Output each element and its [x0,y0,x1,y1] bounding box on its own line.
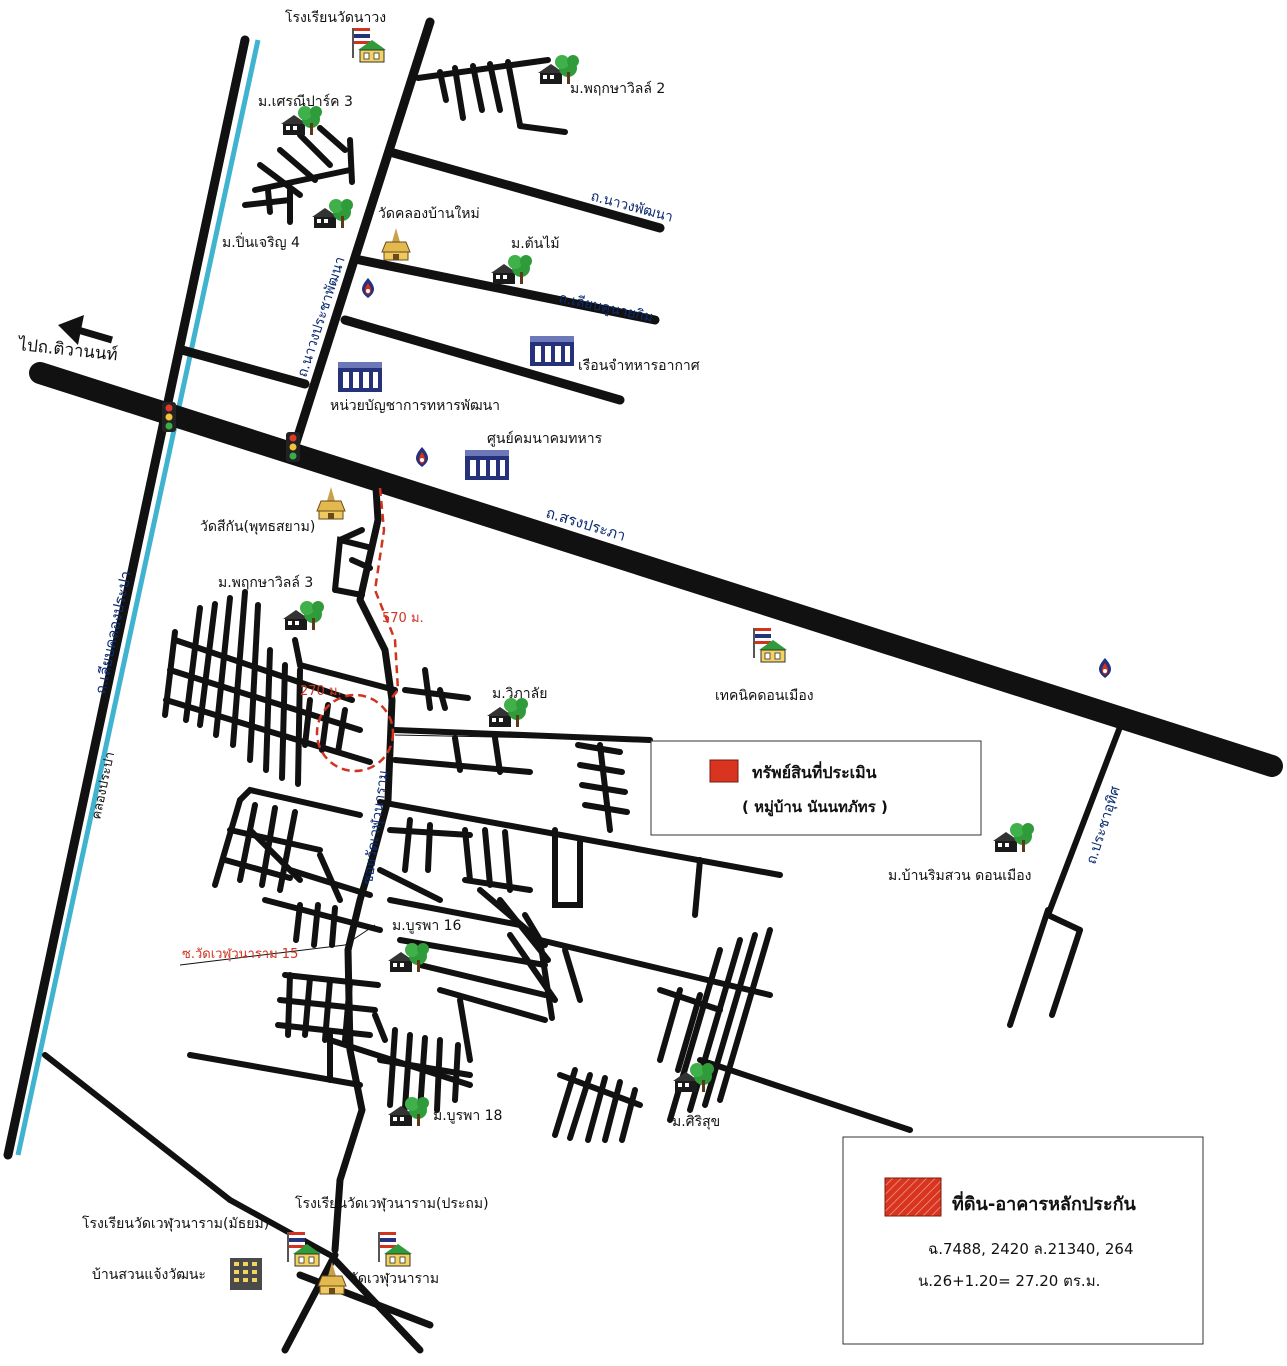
khlong-prapa-canal [15,39,261,1156]
traffic-light-icon [286,432,300,462]
label-ban-rim-suan: ม.บ้านริมสวน ดอนเมือง [888,868,1032,884]
wat-wehu-junction [281,1251,434,1354]
label-air-force-homes: เรือนจำทหารอากาศ [578,358,700,374]
label-dist-570: 570 ม. [382,611,424,626]
label-comm-center: ศูนย์คมนาคมทหาร [487,430,603,447]
label-burapha18: ม.บูรพา 18 [433,1108,502,1124]
temple-icon [316,486,346,520]
traffic-light-icon [162,402,176,432]
label-liap-khu-nayok-rd: ถ.เลียบคูนายกิม [557,290,654,326]
label-wiphalai: ม.วิภาลัย [492,686,547,702]
legend-subject-property: ทรัพย์สินที่ประเมิน ( หมู่บ้าน นันนทภัทร… [650,740,982,836]
label-soi-wehu15: ซ.วัดเวฬุวนาราม 15 [182,947,298,962]
gas-station-icon [1099,658,1111,678]
gas-station-icon [362,278,374,298]
label-dist-270: 270 ม. [300,684,342,699]
label-school-nawang: โรงเรียนวัดนาวง [285,9,386,26]
nawang-pracha-road [287,17,435,460]
wehu15-pointer [179,924,376,966]
upper-side-roads [177,147,665,405]
label-mil-command: หน่วยบัญชาการทหารพัฒนา [330,398,500,414]
arrow-left-icon [58,315,113,345]
legend-collateral-swatch [884,1177,942,1217]
tree-house-icon [993,823,1034,852]
gas-station-icon [416,447,428,467]
liap-khlong-prapa-road [3,35,250,1160]
legend-subject-subtitle: ( หมู่บ้าน นันนทภัทร ) [742,798,888,817]
school-icon [377,1231,413,1267]
legend-subject-leader [394,734,651,741]
temple-icon [381,227,411,261]
tree-house-icon [281,106,322,135]
label-ton-mai: ม.ต้นไม้ [511,235,560,252]
legend-collateral: ที่ดิน-อาคารหลักประกัน ฉ.7488, 2420 ล.21… [842,1136,1204,1345]
phruksa2-roads [415,57,568,135]
label-pracha-uthit-rd: ถ.ประชาอุทิศ [1084,784,1124,866]
label-school-wehu-primary: โรงเรียนวัดเวฬุวนาราม(ประถม) [295,1195,489,1212]
label-burapha16: ม.บูรพา 16 [392,918,462,934]
label-pinjaroen4: ม.ปิ่นเจริญ 4 [222,233,300,251]
label-sirisuk: ม.ศิริสุข [672,1114,720,1130]
legend-collateral-title: ที่ดิน-อาคารหลักประกัน [952,1191,1137,1215]
tree-house-icon [491,255,532,284]
tree-house-icon [487,698,528,727]
legend-collateral-line2: น.26+1.20= 27.20 ตร.ม. [918,1272,1100,1290]
lower-road-network [42,527,1123,1258]
label-ban-suan-chaeng: บ้านสวนแจ้งวัฒนะ [92,1267,206,1283]
apartment-icon [230,1258,262,1290]
sarani-park-roads [242,125,355,225]
label-sarani3: ม.เศรณีปาร์ค 3 [258,93,353,110]
label-wat-si-kan: วัดสีกัน(พุทธสยาม) [200,519,315,535]
label-phruksa2: ม.พฤกษาวิลล์ 2 [570,80,665,97]
songprapha-road [29,362,1283,777]
school-icon [752,627,788,663]
government-building-icon [530,336,574,366]
tree-house-icon [312,199,353,228]
tree-house-icon [388,1097,429,1126]
government-building-icon [465,450,509,480]
government-building-icon [338,362,382,392]
label-phruksa3: ม.พฤกษาวิลล์ 3 [218,574,313,591]
soi-wat-wehuwanaram-road [331,484,396,1254]
label-soi-wat-wehu: ซอยวัดเวฬุวนาราม [360,769,392,885]
legend-subject-swatch [709,759,739,783]
legend-collateral-line1: ฉ.7488, 2420 ล.21340, 264 [928,1240,1133,1258]
label-technic-donmueang: เทคนิคดอนเมือง [715,688,814,704]
route-to-subject [315,487,400,773]
school-icon [351,27,387,63]
label-school-wehu-secondary: โรงเรียนวัดเวฬุวนาราม(มัธยม) [82,1215,269,1232]
label-wat-khlong-ban-mai: วัดคลองบ้านใหม่ [378,205,480,222]
tree-house-icon [283,601,324,630]
legend-subject-title: ทรัพย์สินที่ประเมิน [752,761,877,782]
label-wat-wehu: วัดเวฬุวนาราม [350,1271,439,1287]
